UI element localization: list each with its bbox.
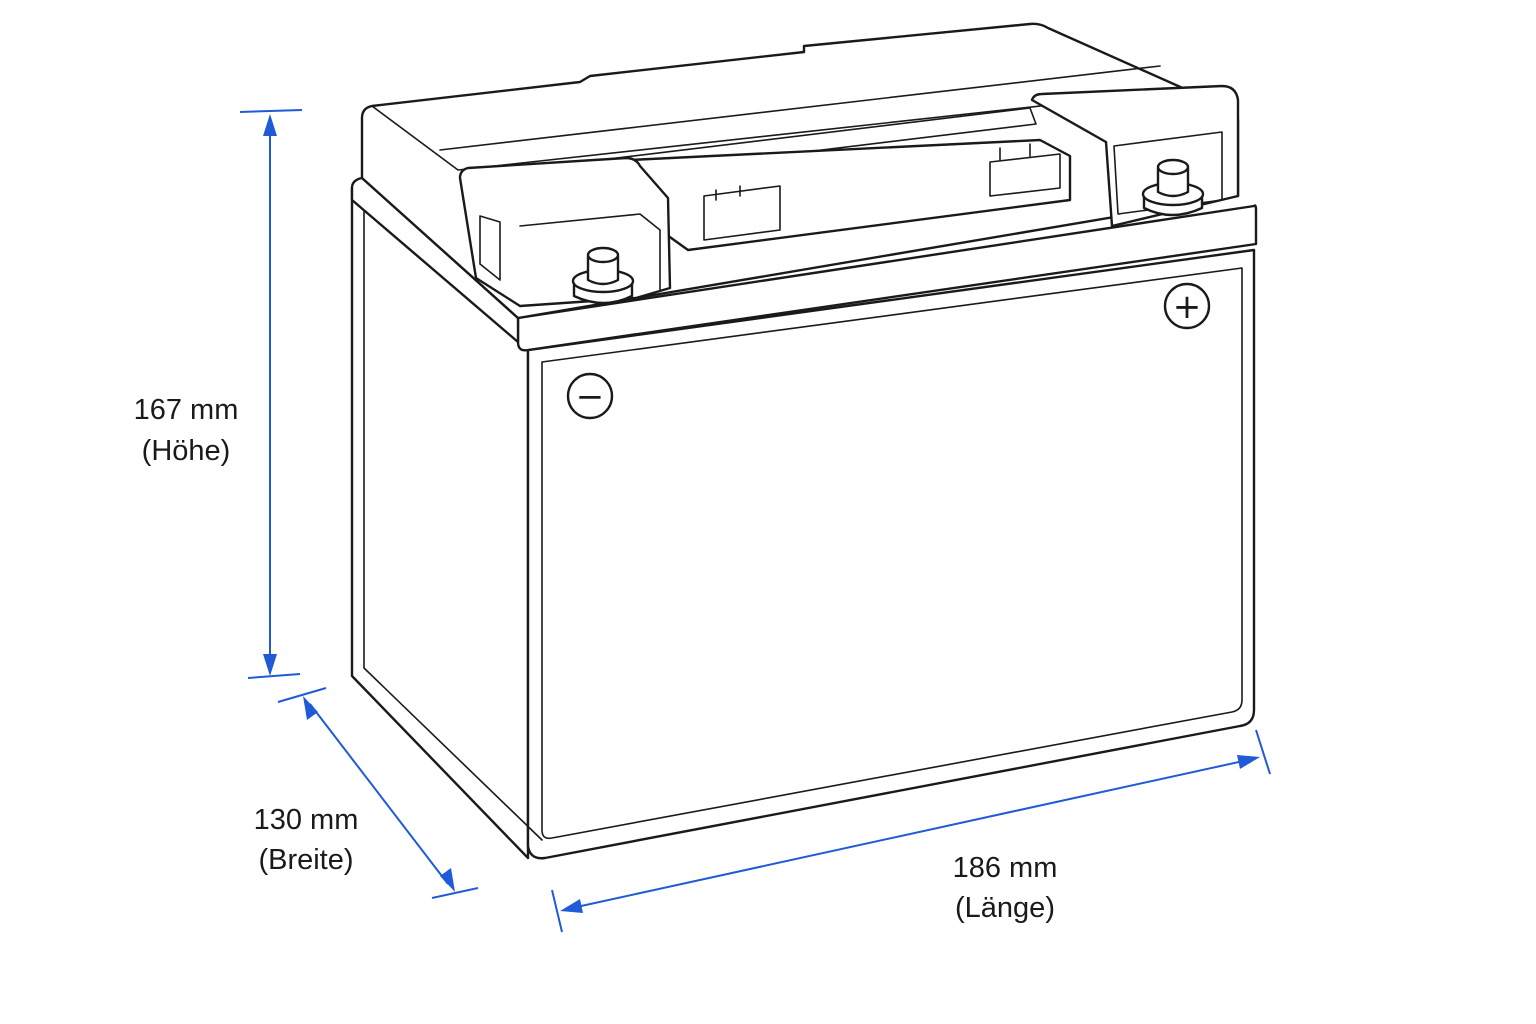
negative-symbol: − bbox=[576, 377, 605, 417]
battery-lid-seam bbox=[439, 65, 1161, 151]
negative-polarity-marking: − bbox=[566, 372, 614, 420]
battery-lid-clip-left bbox=[703, 185, 781, 241]
length-value: 186 mm bbox=[953, 852, 1058, 884]
battery-lid-clip-right bbox=[989, 143, 1061, 197]
height-arrow-bottom bbox=[263, 654, 277, 676]
height-extension-bottom bbox=[247, 673, 301, 679]
battery-front-panel bbox=[541, 267, 1243, 840]
width-value: 130 mm bbox=[254, 804, 359, 836]
battery-lid-ridge bbox=[371, 85, 1223, 171]
height-label: (Höhe) bbox=[142, 435, 231, 467]
width-arrow-bottom bbox=[440, 868, 455, 892]
width-label: (Breite) bbox=[258, 844, 353, 876]
negative-terminal-housing-inner bbox=[479, 213, 661, 291]
width-extension-top bbox=[277, 687, 327, 703]
battery-side-edge bbox=[363, 197, 543, 841]
width-dimension: 130 mm (Breite) bbox=[254, 687, 479, 899]
battery-front-face bbox=[526, 248, 1256, 860]
positive-terminal-housing-inner bbox=[1113, 131, 1223, 215]
length-arrow-right bbox=[1237, 755, 1260, 769]
length-extension-left bbox=[551, 889, 563, 933]
width-arrow-top bbox=[303, 696, 318, 720]
height-extension-top bbox=[239, 109, 303, 113]
length-label: (Länge) bbox=[955, 892, 1055, 924]
height-value: 167 mm bbox=[134, 394, 239, 426]
positive-terminal-post bbox=[1141, 158, 1205, 217]
height-dimension: 167 mm (Höhe) bbox=[134, 109, 303, 679]
battery-lid-rim-front bbox=[516, 204, 1258, 352]
length-extension-right bbox=[1255, 729, 1271, 775]
length-dimension-line bbox=[571, 759, 1249, 909]
length-dimension: 186 mm (Länge) bbox=[551, 729, 1271, 933]
battery-lid-rim-side bbox=[350, 176, 520, 344]
height-arrow-top bbox=[263, 114, 277, 136]
width-dimension-line bbox=[309, 703, 449, 885]
length-arrow-left bbox=[560, 899, 583, 913]
battery-illustration: − + bbox=[350, 22, 1258, 860]
width-extension-bottom bbox=[431, 887, 479, 899]
negative-terminal-post bbox=[571, 246, 635, 305]
positive-symbol: + bbox=[1173, 287, 1202, 327]
positive-polarity-marking: + bbox=[1163, 282, 1211, 330]
negative-terminal-housing bbox=[458, 156, 672, 308]
